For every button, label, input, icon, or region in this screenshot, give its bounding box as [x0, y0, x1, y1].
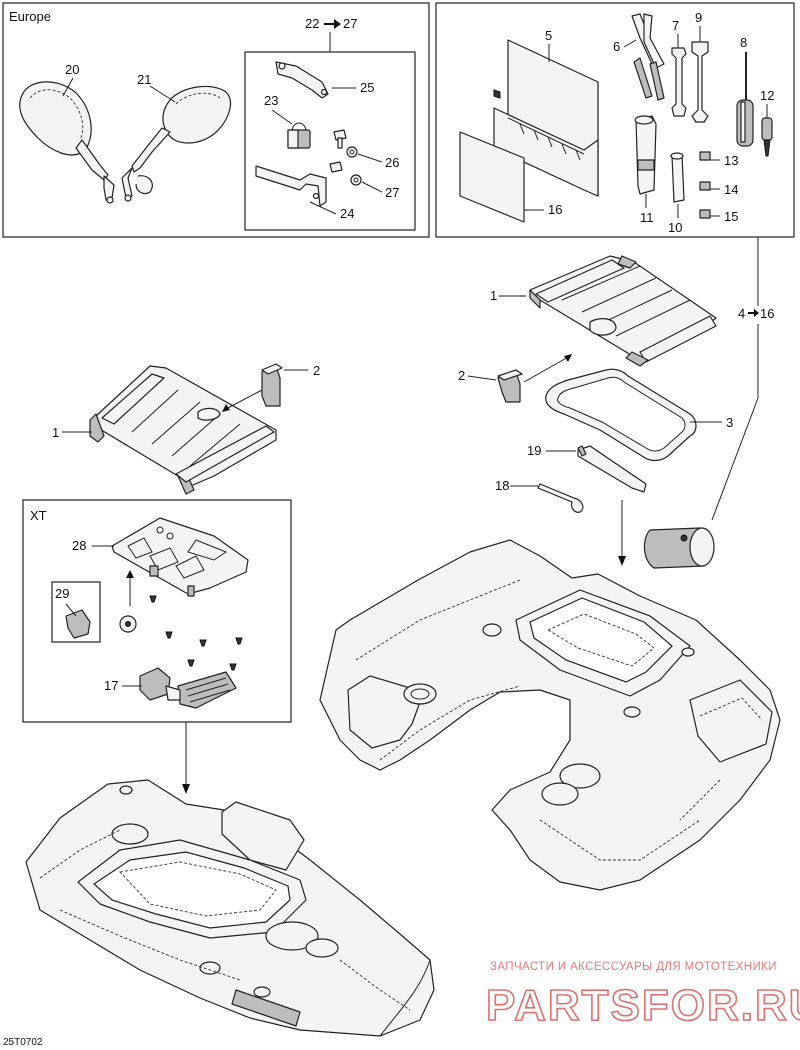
pliers-6[interactable]	[631, 13, 665, 101]
rear-rack-1-left[interactable]	[89, 365, 277, 495]
callout-5: 5	[545, 28, 552, 43]
latch-29-box: 29	[51, 581, 101, 643]
storage-latch-19[interactable]	[577, 445, 647, 493]
padlock-23[interactable]	[287, 122, 311, 149]
fuse-14[interactable]	[699, 181, 711, 191]
xt-label: XT	[30, 508, 47, 523]
mirror-right[interactable]	[121, 85, 231, 202]
hardware-kit-box: 22 27	[244, 16, 416, 231]
owner-manual-16[interactable]	[459, 131, 525, 223]
callout-2-left: 2	[313, 363, 320, 378]
callout-6: 6	[613, 39, 620, 54]
tool-bag-5[interactable]	[493, 39, 599, 197]
tool-kit-roll-4[interactable]	[643, 527, 715, 569]
callout-20: 20	[65, 62, 79, 77]
watermark: ЗАПЧАСТИ И АКСЕССУАРЫ ДЛЯ МОТОТЕХНИКИ PA…	[485, 961, 800, 1031]
europe-group-box: Europe	[2, 2, 430, 238]
callout-28: 28	[72, 538, 86, 553]
callout-25: 25	[360, 80, 374, 95]
spark-plug-socket-11[interactable]	[634, 115, 657, 195]
callout-12: 12	[760, 88, 774, 103]
callout-1-left: 1	[52, 425, 59, 440]
watermark-tagline: ЗАПЧАСТИ И АКСЕССУАРЫ ДЛЯ МОТОТЕХНИКИ	[490, 961, 777, 973]
latch-assembly-17[interactable]	[139, 667, 237, 709]
callout-18: 18	[495, 478, 509, 493]
screwdriver-8[interactable]	[736, 52, 754, 147]
rear-rack-1-right[interactable]	[529, 255, 717, 367]
fasteners[interactable]	[149, 595, 243, 671]
callout-10: 10	[668, 220, 682, 235]
callout-13: 13	[724, 153, 738, 168]
callout-19: 19	[527, 443, 541, 458]
drawing-code: 25T0702	[3, 1037, 43, 1048]
callout-9: 9	[695, 10, 702, 25]
callout-27: 27	[385, 185, 399, 200]
callout-11: 11	[640, 210, 654, 225]
range-end: 27	[343, 16, 357, 31]
callout-3: 3	[726, 415, 733, 430]
callout-26: 26	[385, 155, 399, 170]
callout-23: 23	[264, 93, 278, 108]
rack-clip-2-right[interactable]	[497, 369, 523, 403]
wrench-9[interactable]	[691, 41, 709, 123]
latch-hook-18[interactable]	[537, 483, 584, 513]
callout-2-right: 2	[458, 368, 465, 383]
callout-14: 14	[724, 182, 738, 197]
mirror-left[interactable]	[19, 81, 115, 204]
callout-15: 15	[724, 209, 738, 224]
callout-24: 24	[340, 206, 354, 221]
xt-group-box: XT	[22, 499, 292, 723]
rear-body-panel-right[interactable]	[319, 539, 781, 891]
tool-range-start: 4	[738, 306, 745, 321]
callout-29: 29	[55, 586, 69, 601]
callout-16-top: 16	[548, 202, 562, 217]
callout-17: 17	[104, 678, 118, 693]
nut-27[interactable]	[350, 174, 362, 186]
callout-21: 21	[137, 72, 151, 87]
callout-8: 8	[740, 35, 747, 50]
storage-tray-28[interactable]	[111, 517, 249, 597]
callout-1-right: 1	[490, 288, 497, 303]
callout-7: 7	[672, 18, 679, 33]
mounting-bracket-24[interactable]	[255, 165, 327, 207]
socket-tube-10[interactable]	[670, 152, 685, 203]
screwdriver-bit-12[interactable]	[761, 117, 773, 157]
range-start: 22	[305, 16, 319, 31]
nut-26[interactable]	[346, 146, 358, 158]
bolt-27[interactable]	[329, 161, 343, 173]
fuse-15[interactable]	[699, 209, 711, 219]
strap-bracket-25[interactable]	[275, 61, 329, 99]
europe-label: Europe	[9, 9, 51, 24]
fuse-13[interactable]	[699, 151, 711, 161]
watermark-brand: PARTSFOR.RU	[486, 981, 800, 1030]
tool-range-end: 16	[760, 306, 774, 321]
rack-clip-2-left[interactable]	[261, 363, 283, 407]
bolt-26[interactable]	[333, 129, 347, 149]
wrench-7[interactable]	[671, 47, 687, 117]
storage-gasket-3[interactable]	[545, 368, 697, 462]
latch-29[interactable]	[65, 603, 91, 639]
tool-kit-box	[435, 2, 795, 238]
rear-body-panel-xt[interactable]	[25, 779, 435, 1037]
